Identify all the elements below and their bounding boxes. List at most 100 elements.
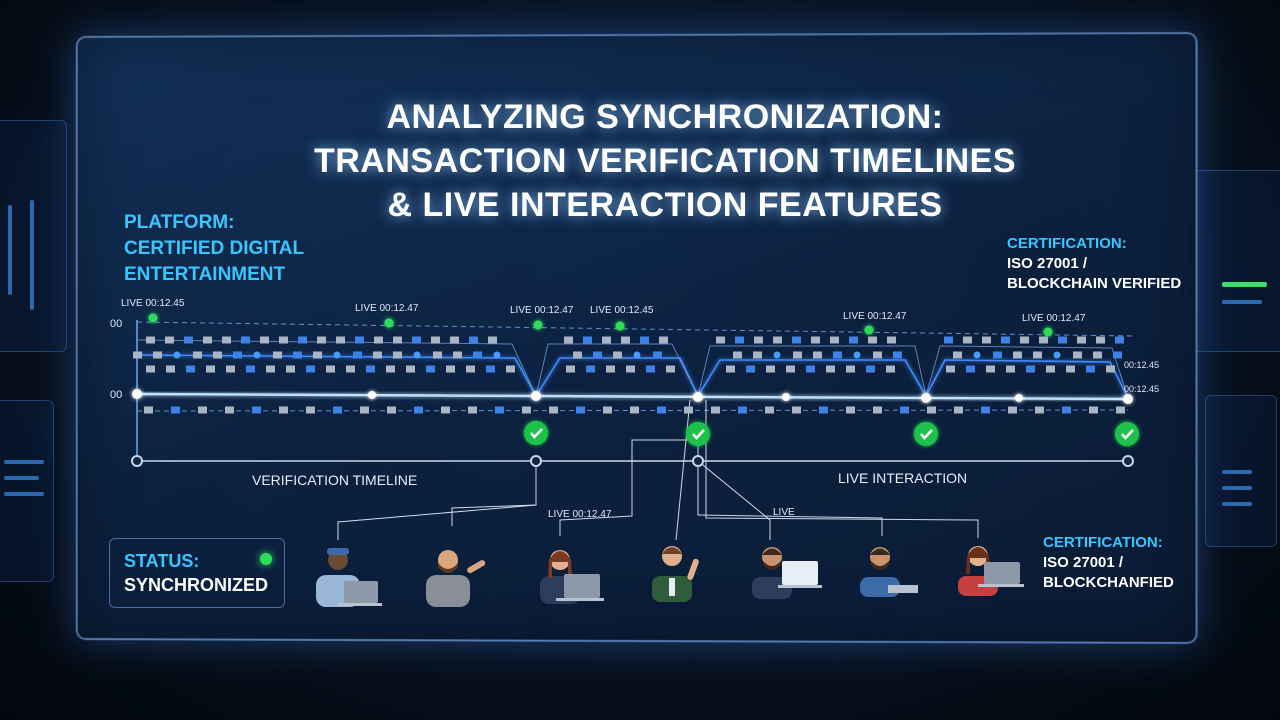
transaction-block bbox=[738, 407, 747, 414]
transaction-block bbox=[184, 337, 193, 344]
transaction-block bbox=[203, 337, 212, 344]
transaction-block bbox=[621, 337, 630, 344]
transaction-block bbox=[711, 407, 720, 414]
transaction-block bbox=[887, 337, 896, 344]
transaction-block bbox=[576, 407, 585, 414]
transaction-block bbox=[726, 366, 735, 373]
live-dot bbox=[865, 326, 874, 335]
live-dot bbox=[149, 314, 158, 323]
transaction-block bbox=[684, 407, 693, 414]
connector-line bbox=[560, 440, 698, 536]
transaction-block bbox=[792, 407, 801, 414]
transaction-block bbox=[225, 407, 234, 414]
track-node bbox=[174, 352, 181, 359]
transaction-block bbox=[981, 407, 990, 414]
person-icon bbox=[958, 546, 1024, 596]
transaction-block bbox=[613, 352, 622, 359]
transaction-block bbox=[366, 366, 375, 373]
transaction-block bbox=[133, 352, 142, 359]
transaction-block bbox=[336, 337, 345, 344]
transaction-block bbox=[273, 352, 282, 359]
transaction-block bbox=[469, 337, 478, 344]
transaction-block bbox=[986, 366, 995, 373]
baseline-node bbox=[693, 456, 703, 466]
transaction-block bbox=[666, 366, 675, 373]
transaction-block bbox=[431, 337, 440, 344]
transaction-block bbox=[982, 337, 991, 344]
transaction-block bbox=[893, 352, 902, 359]
transaction-block bbox=[1001, 337, 1010, 344]
connector-label-left: LIVE 00:12.47 bbox=[548, 509, 612, 520]
transaction-block bbox=[1086, 366, 1095, 373]
transaction-block bbox=[811, 337, 820, 344]
transaction-block bbox=[993, 352, 1002, 359]
connector-line bbox=[452, 461, 536, 526]
transaction-block bbox=[1035, 407, 1044, 414]
transaction-block bbox=[279, 337, 288, 344]
transaction-block bbox=[193, 352, 202, 359]
transaction-block bbox=[626, 366, 635, 373]
transaction-block bbox=[393, 352, 402, 359]
transaction-block bbox=[583, 337, 592, 344]
live-indicator-dots bbox=[149, 314, 1053, 337]
transaction-block bbox=[252, 407, 261, 414]
transaction-block bbox=[846, 407, 855, 414]
transaction-block bbox=[659, 337, 668, 344]
person-icon bbox=[752, 547, 822, 599]
track-node bbox=[1123, 394, 1133, 404]
transaction-block bbox=[566, 366, 575, 373]
transaction-block bbox=[1006, 366, 1015, 373]
laptop-icon bbox=[778, 561, 822, 588]
transaction-block bbox=[1106, 366, 1115, 373]
transaction-block bbox=[640, 337, 649, 344]
transaction-block bbox=[746, 366, 755, 373]
transaction-block bbox=[1073, 352, 1082, 359]
transaction-block bbox=[333, 407, 342, 414]
transaction-block bbox=[963, 337, 972, 344]
transaction-block bbox=[900, 407, 909, 414]
transaction-block bbox=[1113, 352, 1122, 359]
transaction-block bbox=[873, 407, 882, 414]
transaction-block bbox=[866, 366, 875, 373]
track-node bbox=[693, 392, 703, 402]
transaction-block bbox=[246, 366, 255, 373]
live-dot bbox=[1044, 328, 1053, 337]
timestamp-label: LIVE 00:12.45 bbox=[121, 298, 185, 309]
transaction-block bbox=[593, 352, 602, 359]
person-icon bbox=[652, 546, 700, 602]
transaction-block bbox=[833, 352, 842, 359]
transaction-block bbox=[306, 407, 315, 414]
transaction-block bbox=[954, 407, 963, 414]
transaction-block bbox=[446, 366, 455, 373]
transaction-block bbox=[226, 366, 235, 373]
laptop-icon bbox=[888, 585, 918, 593]
track-node bbox=[414, 352, 421, 359]
transaction-block bbox=[1058, 337, 1067, 344]
transaction-block bbox=[646, 366, 655, 373]
timestamp-label: LIVE 00:12.45 bbox=[590, 305, 654, 316]
transaction-block bbox=[387, 407, 396, 414]
check-icon bbox=[1115, 422, 1139, 446]
transaction-block bbox=[360, 407, 369, 414]
transaction-block bbox=[1020, 337, 1029, 344]
person-icon bbox=[426, 550, 486, 607]
dashed-guide-top bbox=[137, 322, 1135, 336]
transaction-block bbox=[393, 337, 402, 344]
transaction-block bbox=[165, 337, 174, 344]
connector-line bbox=[698, 461, 770, 540]
transaction-block bbox=[453, 352, 462, 359]
transaction-block bbox=[819, 407, 828, 414]
transaction-block bbox=[171, 407, 180, 414]
transaction-block bbox=[1115, 337, 1124, 344]
transaction-block bbox=[198, 407, 207, 414]
transaction-block bbox=[186, 366, 195, 373]
transaction-block bbox=[213, 352, 222, 359]
transaction-block bbox=[1013, 352, 1022, 359]
check-icon bbox=[524, 421, 548, 445]
track-node bbox=[634, 352, 641, 359]
person-icon bbox=[540, 550, 604, 604]
transaction-block bbox=[602, 337, 611, 344]
track-node bbox=[974, 352, 981, 359]
transaction-block bbox=[1046, 366, 1055, 373]
transaction-block bbox=[317, 337, 326, 344]
